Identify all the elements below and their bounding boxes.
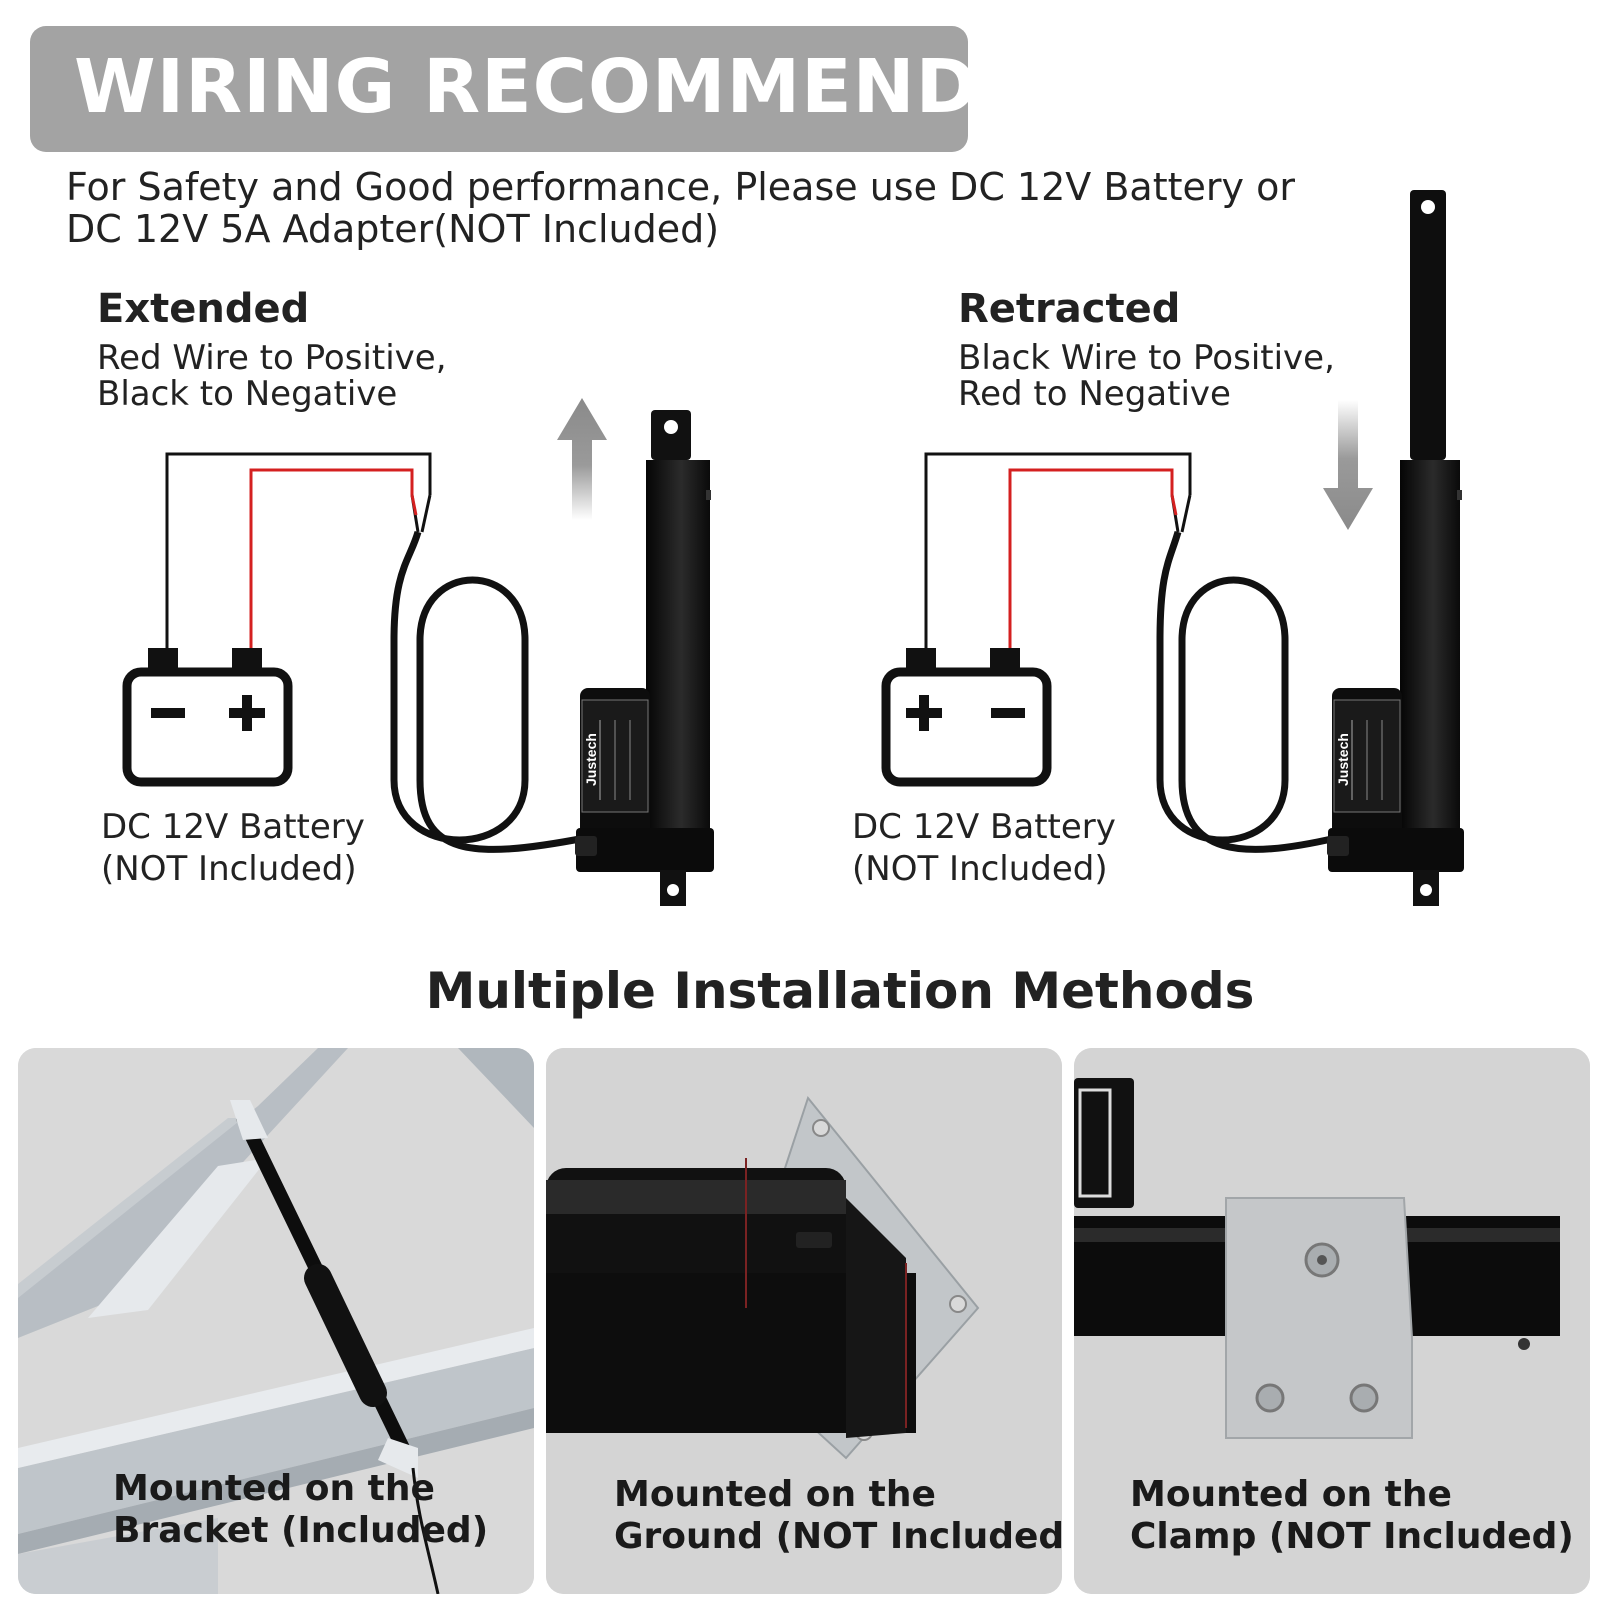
red-wire [249, 468, 414, 652]
extended-actuator [575, 410, 714, 906]
panel-caption-line2: Bracket (Included) [113, 1510, 489, 1551]
panel-caption-line1: Mounted on the [113, 1468, 435, 1509]
retract-arrow-icon [1323, 400, 1373, 530]
brand-label: Justech [583, 733, 599, 786]
installation-title: Multiple Installation Methods [425, 962, 1255, 1020]
install-panel-bracket: Mounted on the Bracket (Included) [18, 1048, 534, 1594]
brand-label: Justech [1335, 733, 1351, 786]
extended-desc-line2: Black to Negative [97, 374, 398, 414]
actuator-cable [390, 530, 586, 853]
red-wire [1008, 468, 1174, 652]
intro-text: For Safety and Good performance, Please … [66, 165, 1295, 251]
ground-mount-illustration [546, 1048, 1062, 1594]
retracted-actuator [1327, 190, 1464, 906]
wiring-diagram: Justech Justech [122, 190, 1464, 906]
install-panel-clamp: Mounted on the Clamp (NOT Included) [1074, 1048, 1590, 1594]
retracted-desc-line1: Black Wire to Positive, [958, 338, 1335, 378]
install-panel-ground: Mounted on the Ground (NOT Included) [546, 1048, 1062, 1594]
panel-caption-line1: Mounted on the [1130, 1474, 1452, 1515]
panel-caption-line1: Mounted on the [614, 1474, 936, 1515]
black-wire [924, 452, 1192, 652]
extended-desc-line1: Red Wire to Positive, [97, 338, 447, 378]
clamp-mount-illustration [1074, 1048, 1590, 1594]
retracted-battery-label-line2: (NOT Included) [852, 849, 1108, 889]
retracted-wiring [924, 452, 1192, 652]
extended-wiring [165, 452, 432, 652]
header-banner: WIRING RECOMMEND [30, 26, 977, 152]
panel-caption-line2: Ground (NOT Included) [614, 1516, 1062, 1557]
retracted-title: Retracted [958, 286, 1181, 332]
actuator-cable [1156, 531, 1337, 853]
extended-title: Extended [97, 286, 310, 332]
retracted-battery-icon [881, 648, 1052, 787]
extended-battery-label-line2: (NOT Included) [101, 849, 357, 889]
retracted-desc-line2: Red to Negative [958, 374, 1231, 414]
panel-caption-line2: Clamp (NOT Included) [1130, 1516, 1574, 1557]
bracket-mount-illustration [18, 1048, 534, 1594]
extended-battery-label-line1: DC 12V Battery [101, 807, 365, 847]
extend-arrow-icon [557, 398, 607, 520]
banner-title: WIRING RECOMMEND [74, 44, 979, 130]
retracted-battery-label-line1: DC 12V Battery [852, 807, 1116, 847]
extended-battery-icon [122, 648, 293, 787]
black-wire [165, 452, 432, 652]
